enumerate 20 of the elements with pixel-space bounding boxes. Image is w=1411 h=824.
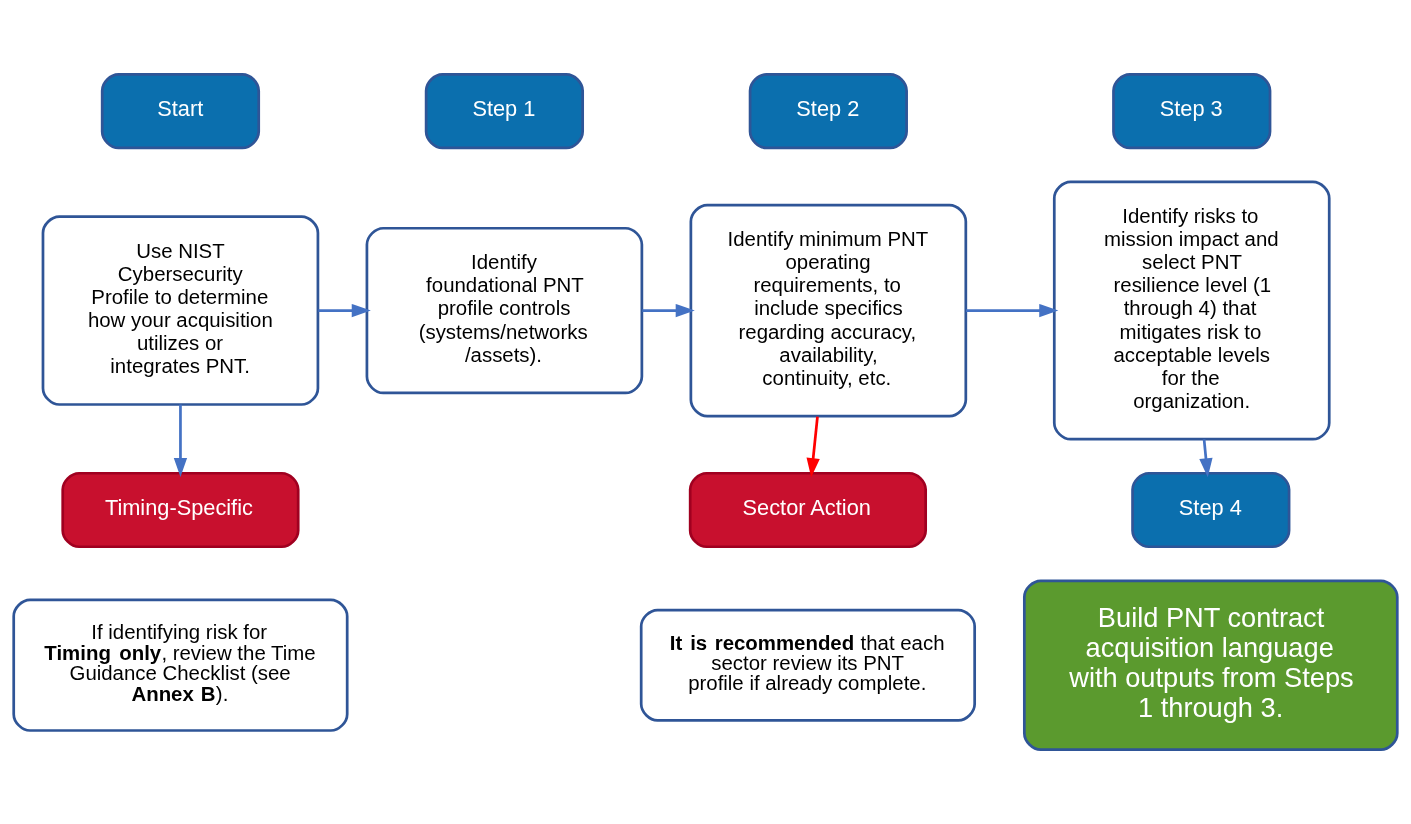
arrow [806, 416, 820, 478]
node-box: Identify minimum PNT operating requirements, to include specifics regarding accuracy, availability, continuity, etc. [689, 203, 968, 418]
node-box: Sector Action [688, 471, 927, 549]
arrow [1199, 439, 1213, 478]
arrow [318, 303, 371, 318]
node-box: It is recommended that each sector review its PNT profile if already complete. [639, 608, 976, 722]
node-box: Timing-Specific [61, 471, 300, 549]
node-box: Build PNT contract acquisition language with outputs from Steps 1 through 3. [1022, 579, 1399, 751]
node-box: Identify foundational PNT profile controls (systems/networks /assets). [365, 226, 644, 395]
arrow [642, 303, 695, 318]
node-box: Step 3 [1112, 73, 1272, 150]
node-box: Start [100, 73, 261, 150]
node-box: Use NIST Cybersecurity Profile to determine how your acquisition utilizes or integrates PNT. [41, 215, 320, 406]
node-box: Step 4 [1131, 471, 1291, 549]
arrow [966, 303, 1059, 318]
node-box: Step 2 [748, 73, 908, 150]
node-box: Identify risks to mission impact and select PNT resilience level (1 through 4) that mitigates risk to acceptable levels for the organization. [1052, 180, 1331, 441]
arrow [173, 404, 188, 478]
node-box: If identifying risk for Timing only, review the Time Guidance Checklist (see Annex B). [12, 598, 349, 732]
node-box: Step 1 [424, 73, 584, 150]
